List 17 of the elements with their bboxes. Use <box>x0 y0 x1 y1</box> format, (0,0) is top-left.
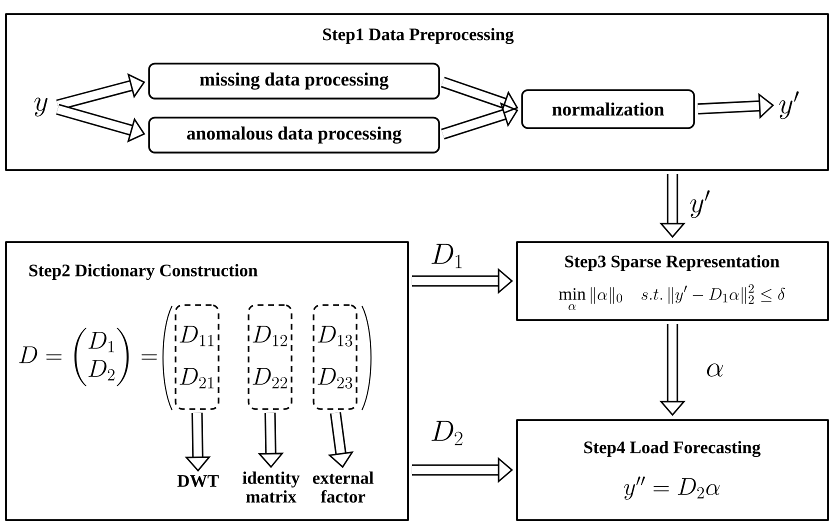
variable-label: $y'$ <box>779 91 799 120</box>
matrix-column-box: $D_{12}$ $D_{22}$ <box>248 304 292 410</box>
edge-label: $y'$ <box>690 190 710 218</box>
process-box: Step3 Sparse Representation $\min_{\alpha}\|\alpha\|_0 \quad s.t.\,\|y'-D_1\alpha\|_2^2\le\delta$ <box>516 241 829 321</box>
matrix-column-box: $D_{13}$ $D_{23}$ <box>312 304 358 410</box>
edge-label: $D_1$ <box>432 244 462 268</box>
matrix-column-box: $D_{11}$ $D_{21}$ <box>174 304 220 410</box>
process-box: Step4 Load Forecasting $y''=D_2\alpha$ <box>516 419 829 521</box>
process-box: missing data processing <box>148 62 440 100</box>
component-label: identity matrix <box>242 472 300 503</box>
process-box: anomalous data processing <box>148 116 440 154</box>
edge-label: $D_2$ <box>432 420 462 446</box>
component-label: DWT <box>177 475 219 487</box>
edge-label: $\alpha$ <box>707 363 723 377</box>
variable-label: $y$ <box>34 98 48 116</box>
process-box: normalization <box>521 89 695 129</box>
component-label: external factor <box>312 472 374 503</box>
